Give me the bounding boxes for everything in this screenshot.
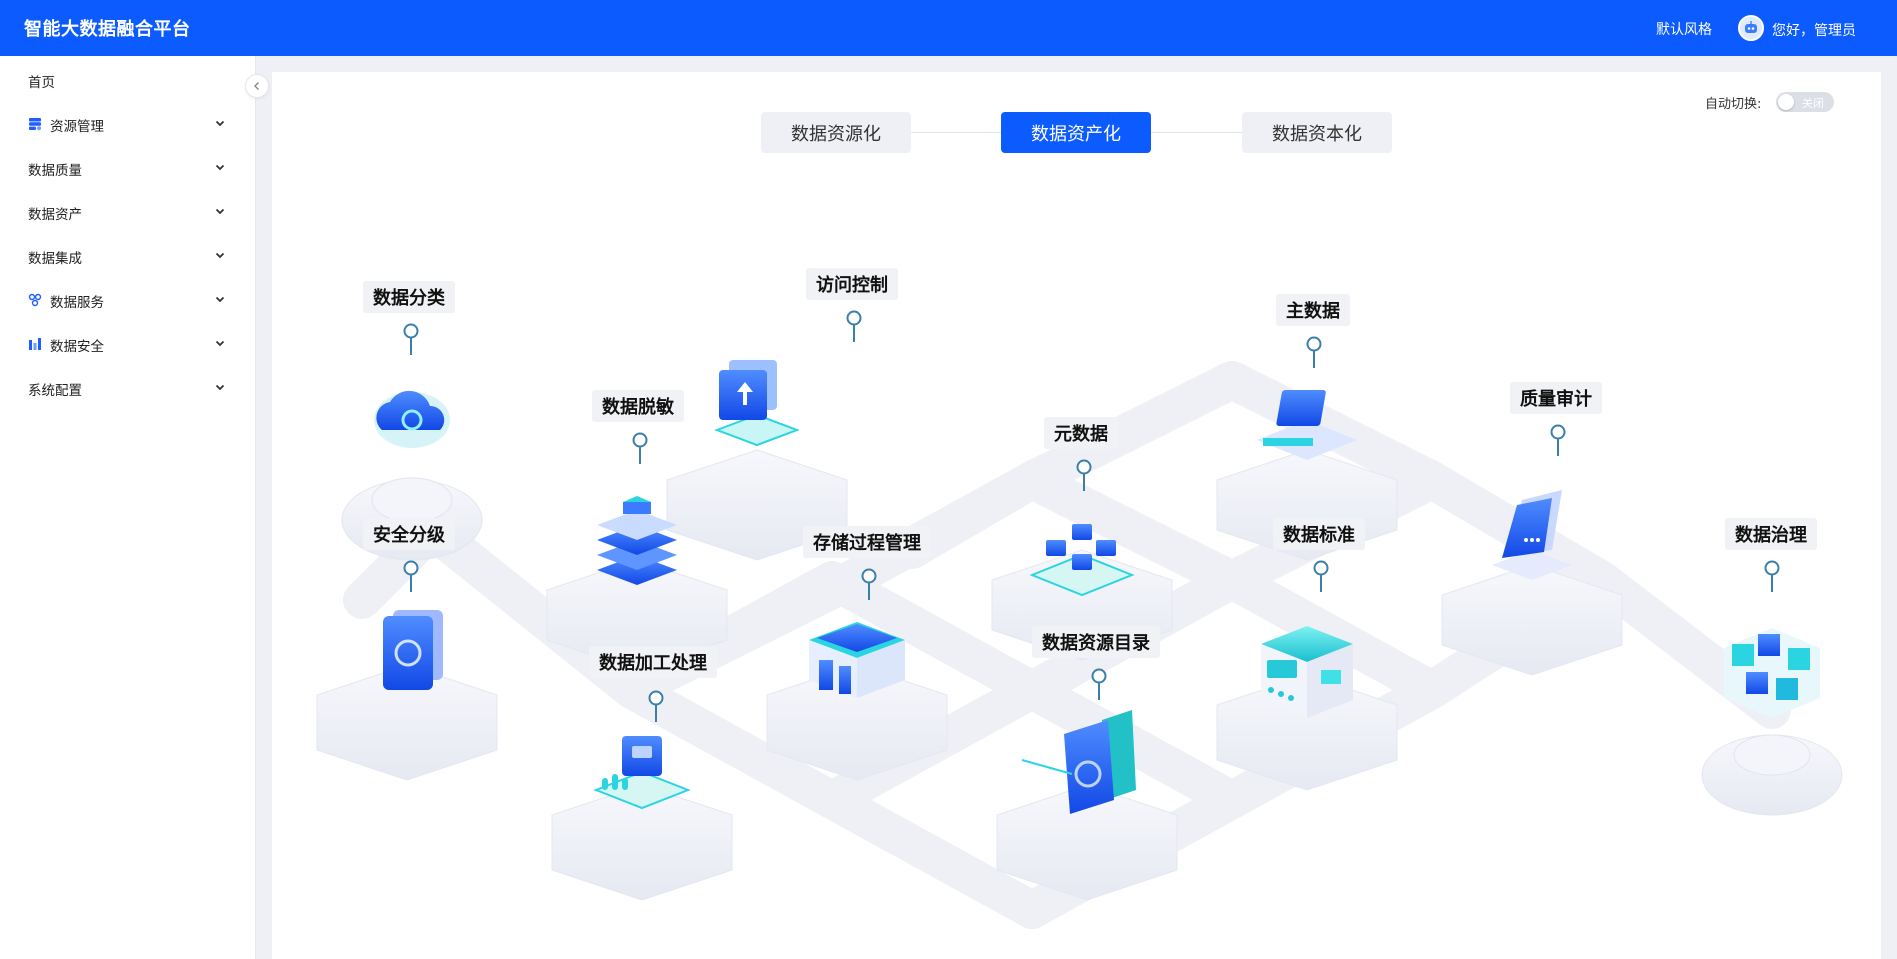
node-label-metadata[interactable]: 元数据 xyxy=(1044,417,1118,449)
catalog-search-icon xyxy=(1021,710,1136,814)
sidebar-item-label: 数据质量 xyxy=(28,163,82,179)
sidebar-item-label: 系统配置 xyxy=(28,383,82,399)
top-header: 智能大数据融合平台 默认风格 您好，管理员 xyxy=(0,0,1897,56)
node-label-data-governance[interactable]: 数据治理 xyxy=(1725,518,1817,550)
node-label-security-grading[interactable]: 安全分级 xyxy=(363,518,455,550)
location-pin-icon xyxy=(861,568,877,600)
chevron-down-icon xyxy=(215,296,225,303)
location-pin-icon xyxy=(1306,336,1322,368)
sidebar-item-data-assets[interactable]: 数据资产 xyxy=(0,192,255,232)
tab-data-capitalization[interactable]: 数据资本化 xyxy=(1242,112,1392,153)
metadata-blocks-icon xyxy=(1029,524,1135,597)
shield-doc-icon xyxy=(383,610,443,690)
sidebar-collapse-button[interactable] xyxy=(245,74,269,98)
stack-icon xyxy=(597,496,677,585)
chevron-down-icon xyxy=(215,120,225,127)
location-pin-icon xyxy=(1550,424,1566,456)
security-bars-icon xyxy=(29,338,41,350)
sidebar-item-data-security[interactable]: 数据安全 xyxy=(0,324,255,364)
chevron-down-icon xyxy=(215,208,225,215)
pedestal-round-top xyxy=(371,477,453,523)
location-pin-icon xyxy=(403,323,419,355)
node-label-stored-procedure[interactable]: 存储过程管理 xyxy=(803,526,931,558)
location-pin-icon xyxy=(846,310,862,342)
chevron-left-icon xyxy=(254,82,259,90)
pedestal-round-top xyxy=(1733,734,1811,776)
cloud-icon xyxy=(374,390,450,448)
auto-switch-toggle[interactable]: 关闭 xyxy=(1776,92,1834,112)
sidebar-item-label: 资源管理 xyxy=(50,119,104,135)
sidebar-item-data-quality[interactable]: 数据质量 xyxy=(0,148,255,188)
storage-building-icon xyxy=(809,622,905,698)
robot-face-icon xyxy=(1745,21,1757,33)
node-label-data-standard[interactable]: 数据标准 xyxy=(1273,518,1365,550)
chevron-down-icon xyxy=(215,252,225,259)
tab-data-assetization[interactable]: 数据资产化 xyxy=(1001,112,1151,153)
sidebar-item-home[interactable]: 首页 xyxy=(0,60,255,100)
auto-switch-label: 自动切换: xyxy=(1705,97,1762,112)
standard-server-icon xyxy=(1261,626,1353,718)
location-pin-icon xyxy=(1091,668,1107,700)
tab-data-resourcing[interactable]: 数据资源化 xyxy=(761,112,911,153)
database-icon xyxy=(29,118,41,131)
sidebar-item-data-integration[interactable]: 数据集成 xyxy=(0,236,255,276)
chevron-down-icon xyxy=(215,340,225,347)
services-icon xyxy=(28,293,42,307)
master-data-icon xyxy=(1257,390,1357,460)
toggle-knob xyxy=(1778,94,1794,110)
governance-cube-icon xyxy=(1724,628,1820,718)
theme-switch-link[interactable]: 默认风格 xyxy=(1656,22,1712,38)
user-greeting[interactable]: 您好，管理员 xyxy=(1772,23,1856,39)
node-label-resource-catalog[interactable]: 数据资源目录 xyxy=(1032,626,1160,658)
location-pin-icon xyxy=(1313,560,1329,592)
app-title: 智能大数据融合平台 xyxy=(24,19,191,40)
audit-panel-icon xyxy=(1492,490,1572,580)
sidebar-item-resource-management[interactable]: 资源管理 xyxy=(0,104,255,144)
node-label-data-processing[interactable]: 数据加工处理 xyxy=(589,646,717,678)
chevron-down-icon xyxy=(215,164,225,171)
sidebar-item-label: 数据安全 xyxy=(50,339,104,355)
sidebar-item-label: 数据资产 xyxy=(28,207,82,223)
node-label-data-classification[interactable]: 数据分类 xyxy=(363,281,455,313)
sidebar-item-system-config[interactable]: 系统配置 xyxy=(0,368,255,408)
platform-diagram xyxy=(316,360,1843,929)
node-label-access-control[interactable]: 访问控制 xyxy=(806,268,898,300)
chevron-down-icon xyxy=(215,384,225,391)
location-pin-icon xyxy=(632,432,648,464)
sidebar-item-label: 数据服务 xyxy=(50,295,104,311)
upload-folder-icon xyxy=(714,360,800,447)
location-pin-icon xyxy=(403,560,419,592)
location-pin-icon xyxy=(1076,459,1092,491)
location-pin-icon xyxy=(1764,560,1780,592)
toggle-state-text: 关闭 xyxy=(1802,97,1824,110)
node-label-data-masking[interactable]: 数据脱敏 xyxy=(592,390,684,422)
user-avatar[interactable] xyxy=(1738,15,1764,41)
processing-cube-icon xyxy=(593,736,691,810)
node-label-master-data[interactable]: 主数据 xyxy=(1276,294,1350,326)
sidebar-item-data-services[interactable]: 数据服务 xyxy=(0,280,255,320)
node-label-quality-audit[interactable]: 质量审计 xyxy=(1510,382,1602,414)
sidebar-item-label: 首页 xyxy=(28,75,55,91)
location-pin-icon xyxy=(648,690,664,722)
sidebar: 首页 资源管理 数据质量 数据资产 数据集成 数据服务 xyxy=(0,56,256,959)
sidebar-item-label: 数据集成 xyxy=(28,251,82,267)
